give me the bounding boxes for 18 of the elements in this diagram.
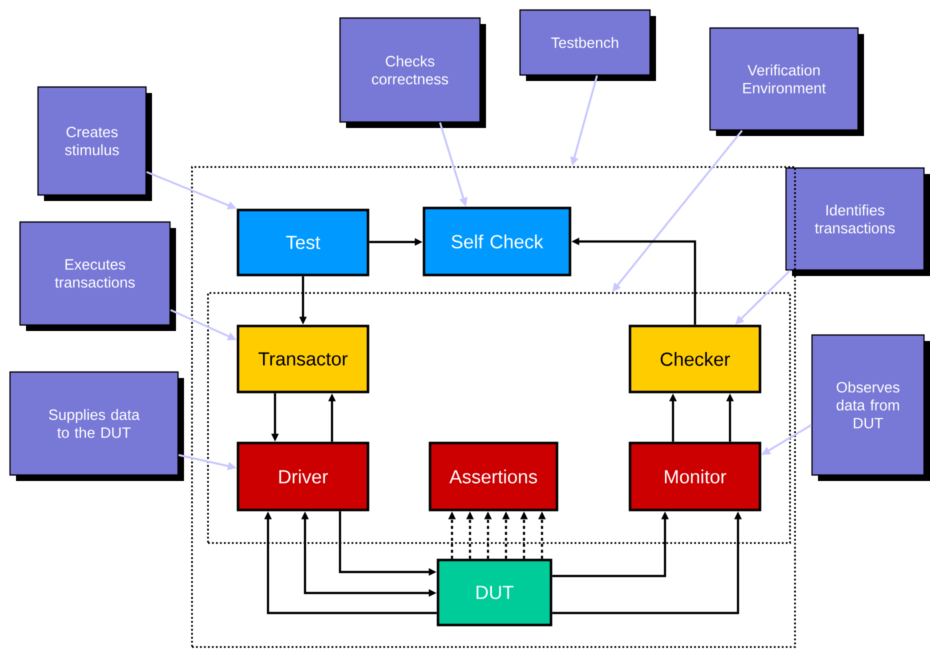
component-box: Self Check bbox=[422, 206, 572, 276]
component-box: Driver bbox=[236, 442, 370, 512]
component-box: Test bbox=[236, 208, 370, 276]
component-box: DUT bbox=[436, 558, 552, 626]
component-box: Assertions bbox=[428, 442, 558, 512]
callout-box: Supplies data to the DUT bbox=[9, 371, 184, 481]
component-box: Checker bbox=[628, 324, 762, 394]
callout-box: Observes data from DUT bbox=[811, 334, 930, 481]
callout-box: Creates stimulus bbox=[37, 86, 152, 201]
callout-box: Testbench bbox=[519, 9, 656, 81]
callout-box: Identifies transactions bbox=[785, 167, 930, 276]
callout-box: Verification Environment bbox=[709, 27, 864, 136]
component-box: Monitor bbox=[628, 442, 762, 512]
dotted-boundary bbox=[191, 166, 796, 648]
callout-box: Checks correctness bbox=[339, 17, 486, 128]
dotted-boundary bbox=[207, 292, 791, 544]
component-box: Transactor bbox=[236, 324, 370, 394]
callout-box: Executes transactions bbox=[19, 221, 176, 331]
